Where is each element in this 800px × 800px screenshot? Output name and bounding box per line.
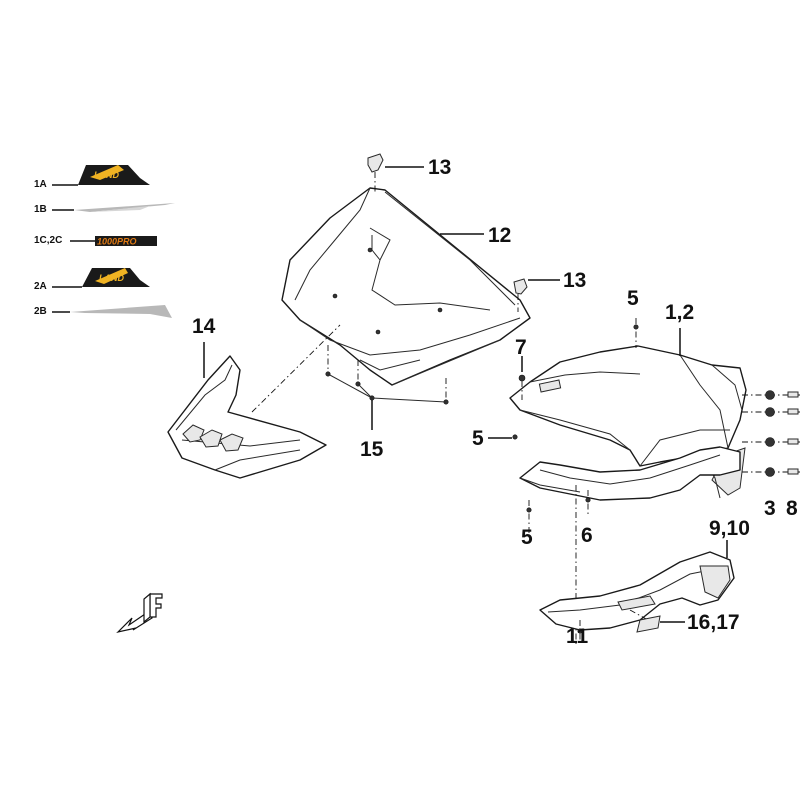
callout-5-top: 5 [627,287,639,310]
callout-7: 7 [515,336,527,359]
fastener-7 [518,374,526,382]
callout-11: 11 [566,625,589,648]
legend-decal-1b [52,203,175,212]
fasteners-15 [325,345,449,430]
hood-clip-13-right [513,278,560,312]
splash-guard-9-10 [539,551,735,631]
callout-16-17: 16,17 [687,611,740,634]
callout-9-10: 9,10 [709,517,750,540]
fasteners-6 [575,485,591,645]
svg-text:LAND: LAND [94,170,119,180]
callout-3: 3 [764,497,776,520]
hood-panel-12 [281,187,531,386]
lower-fender-trim [519,446,741,501]
svg-text:LAND: LAND [99,273,124,283]
callout-5-mid: 5 [472,427,484,450]
fastener-5b [512,434,518,440]
legend-label-2b: 2B [34,306,47,317]
legend-decal-2b [52,305,172,318]
callout-6: 6 [581,524,593,547]
legend-label-2a: 2A [34,281,47,292]
front-direction-arrow-icon [116,592,163,634]
callout-13-top: 13 [428,156,452,179]
legend-decal-2a: LAND [52,268,150,288]
callout-1-2: 1,2 [665,301,695,324]
hood-clip-13-top [367,153,424,192]
legend-decal-1c2c: 1000PRO [70,236,157,247]
legend-label-1b: 1B [34,204,47,215]
legend-label-1a: 1A [34,179,47,190]
decal-1000pro-text: 1000PRO [97,237,137,247]
legend-decal-1a: LAND [52,165,150,186]
callout-14: 14 [192,315,216,338]
fastener-stack-3-8 [742,390,800,477]
front-fascia-14 [167,355,327,479]
fastener-11 [577,628,583,634]
callout-12: 12 [488,224,512,247]
callout-15: 15 [360,438,384,461]
callout-5-low: 5 [521,526,533,549]
callout-8: 8 [786,497,798,520]
fastener-5a [633,324,639,330]
fasteners-5c [526,500,532,540]
decal-16-17 [636,615,661,633]
callout-13-right: 13 [563,269,587,292]
legend-label-1c2c: 1C,2C [34,235,63,246]
